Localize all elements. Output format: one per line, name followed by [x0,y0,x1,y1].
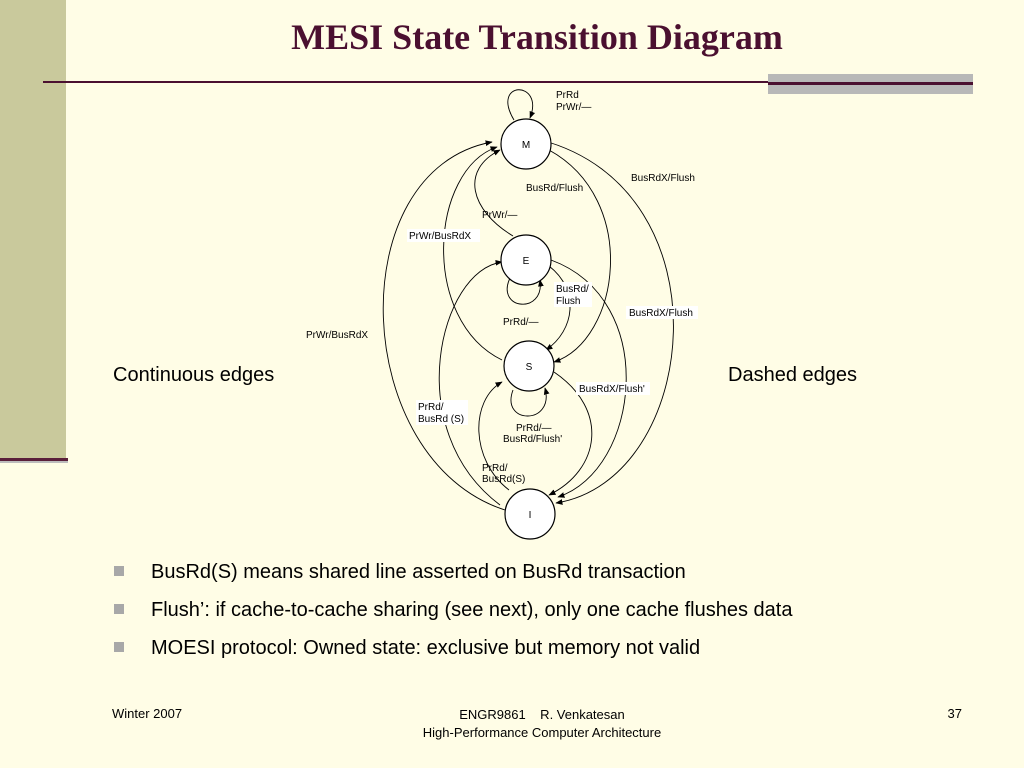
label-e-to-m: PrWr/— [482,210,517,221]
bullet-item: BusRd(S) means shared line asserted on B… [114,560,792,584]
label-i-to-e-1: PrRd/ [418,402,444,413]
label-e-self: PrRd/— [503,317,539,328]
dashed-edges-label: Dashed edges [728,364,857,386]
edge-e-to-s [545,265,571,351]
label-e-to-i: BusRdX/Flush [629,308,693,319]
square-bullet-icon [114,566,124,576]
label-s-to-m: PrWr/BusRdX [409,231,471,242]
label-m-self-rd: PrRd [556,90,579,101]
state-e-label: E [523,256,530,267]
label-i-to-e-2: BusRd (S) [418,414,464,425]
square-bullet-icon [114,642,124,652]
edge-m-self [507,89,536,121]
label-s-self-2: BusRd/Flush' [503,434,562,445]
edge-i-to-s [478,381,510,491]
edge-s-to-m [443,146,503,361]
edge-s-self [510,387,550,417]
edge-i-to-e [438,259,503,506]
label-i-to-s-1: PrRd/ [482,463,508,474]
label-i-to-m: PrWr/BusRdX [306,330,368,341]
label-m-self-wr: PrWr/— [556,102,591,113]
state-e [500,234,552,286]
label-i-to-s-2: BusRd(S) [482,474,525,485]
edge-i-to-m [382,140,506,511]
sidebar-divider-shadow [0,461,68,463]
bullet-text: Flush’: if cache-to-cache sharing (see n… [151,599,793,621]
footer-course-line2: High-Performance Computer Architecture [422,724,662,740]
label-e-to-s-1: BusRd/ [556,284,589,295]
label-s-self-1: PrRd/— [516,423,552,434]
slide-title: MESI State Transition Diagram [291,17,783,57]
continuous-edges-label: Continuous edges [113,364,275,386]
state-m [500,118,552,170]
footer-date: Winter 2007 [112,706,183,721]
edge-e-self [506,277,544,305]
footer-course-line1: ENGR9861 R. Venkatesan [459,707,625,722]
page-number: 37 [947,706,962,721]
decorative-sidebar [0,0,66,458]
state-i [504,488,556,540]
label-m-to-i: BusRdX/Flush [631,173,695,184]
state-i-label: I [529,510,532,521]
bullet-item: MOESI protocol: Owned state: exclusive b… [114,636,792,660]
square-bullet-icon [114,604,124,614]
state-m-label: M [522,140,530,151]
bullet-list: BusRd(S) means shared line asserted on B… [114,560,792,674]
footer-course: ENGR9861 R. Venkatesan High-Performance … [312,706,772,741]
bullet-item: Flush’: if cache-to-cache sharing (see n… [114,598,792,622]
label-e-to-s-2: Flush [556,296,580,307]
state-s-label: S [526,362,533,373]
edge-e-to-m [474,149,514,237]
bullet-text: BusRd(S) means shared line asserted on B… [151,561,686,583]
edge-s-to-i [548,371,593,496]
state-s [503,340,555,392]
bullet-text: MOESI protocol: Owned state: exclusive b… [151,637,701,659]
title-rule-accent [768,74,973,94]
label-m-to-s: BusRd/Flush [526,183,583,194]
title-rule [43,81,973,83]
label-s-to-i: BusRdX/Flush' [579,384,645,395]
sidebar-divider [0,458,68,461]
edge-m-to-i [540,139,674,505]
edge-m-to-s [548,149,611,363]
